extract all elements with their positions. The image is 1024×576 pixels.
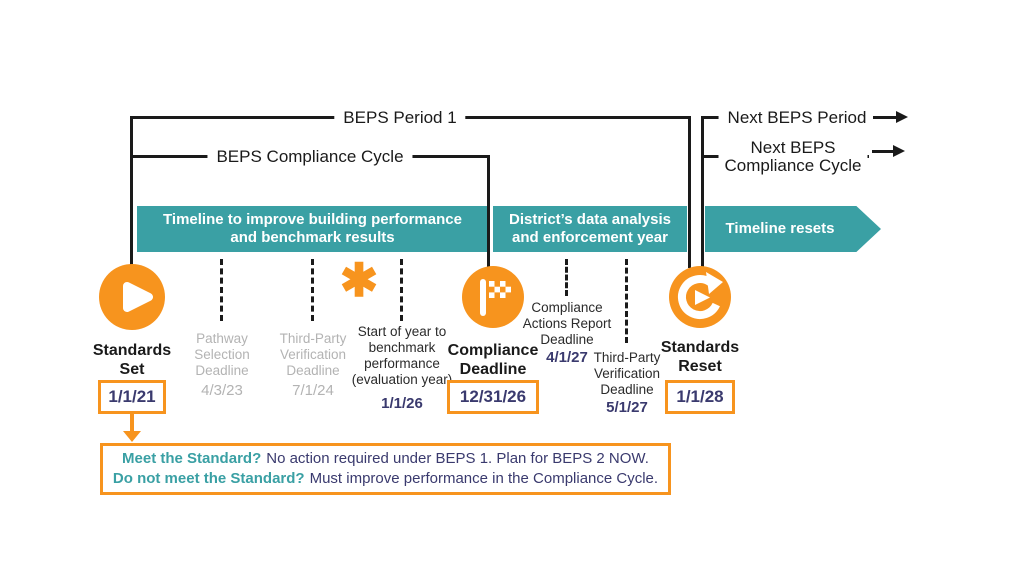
callout-line1-question: Meet the Standard? xyxy=(122,450,262,467)
actions-report-tick xyxy=(565,259,568,296)
callout-line2-question: Do not meet the Standard? xyxy=(112,470,305,487)
down-arrow-icon xyxy=(123,431,141,442)
callout-line2-answer: Must improve performance in the Complian… xyxy=(309,470,659,487)
callout-line1-answer: No action required under BEPS 1. Plan fo… xyxy=(266,450,649,467)
checkered-flag-icon xyxy=(462,266,524,328)
next-beps-cycle-label-line2: Compliance Cycle xyxy=(724,156,862,175)
standards-set-label: Standards Set xyxy=(92,342,172,378)
pathway-deadline-date: 4/3/23 xyxy=(201,382,243,399)
third-party-1-tick xyxy=(311,259,314,321)
banner-segment-analysis: District’s data analysis and enforcement… xyxy=(493,206,687,252)
period1-end-drop-line xyxy=(688,116,691,268)
third-party-2-tick xyxy=(625,259,628,343)
beps-period1-label: BEPS Period 1 xyxy=(334,108,466,128)
actions-report-label: Compliance Actions Report Deadline xyxy=(522,300,612,347)
reset-icon xyxy=(669,266,731,328)
compliance-deadline-label: Compliance Deadline xyxy=(447,342,539,378)
third-party-2-date: 5/1/27 xyxy=(606,399,648,416)
third-party-1-date: 7/1/24 xyxy=(292,382,334,399)
callout-connector-line xyxy=(130,411,134,432)
third-party-2-label: Third-Party Verification Deadline xyxy=(593,350,661,397)
next-beps-cycle-right-arrow-icon xyxy=(872,145,905,157)
benchmark-tick xyxy=(400,259,403,321)
callout-line2: Do not meet the Standard?Must improve pe… xyxy=(113,469,658,489)
compliance-deadline-date-box: 12/31/26 xyxy=(447,380,539,414)
compliance-deadline-drop-line xyxy=(487,155,490,268)
next-beps-cycle-label: Next BEPS Compliance Cycle xyxy=(718,138,868,175)
asterisk-icon: ✱ xyxy=(339,254,379,306)
pathway-deadline-label: Pathway Selection Deadline xyxy=(194,331,250,378)
standards-set-date-box: 1/1/21 xyxy=(98,380,166,414)
standard-callout-box: Meet the Standard?No action required und… xyxy=(100,443,671,495)
callout-line1: Meet the Standard?No action required und… xyxy=(122,449,649,469)
banner-segment-improve: Timeline to improve building performance… xyxy=(137,206,488,252)
actions-report-date: 4/1/27 xyxy=(546,349,588,366)
next-beps-cycle-label-line1: Next BEPS xyxy=(750,138,836,157)
play-icon xyxy=(99,264,165,330)
standards-reset-date-box: 1/1/28 xyxy=(665,380,735,414)
pathway-tick xyxy=(220,259,223,321)
beps-compliance-cycle-label: BEPS Compliance Cycle xyxy=(207,147,413,167)
standards-reset-label: Standards Reset xyxy=(660,339,740,375)
benchmark-year-date: 1/1/26 xyxy=(381,395,423,412)
next-beps-period-label: Next BEPS Period xyxy=(718,108,876,128)
benchmark-year-label: Start of year to benchmark performance (… xyxy=(351,324,453,387)
next-period-start-drop-line xyxy=(701,116,704,268)
standards-set-drop-line xyxy=(130,116,133,268)
third-party-1-label: Third-Party Verification Deadline xyxy=(279,331,347,378)
next-beps-period-right-arrow-icon xyxy=(873,111,908,123)
banner-segment-resets: Timeline resets xyxy=(705,206,881,252)
